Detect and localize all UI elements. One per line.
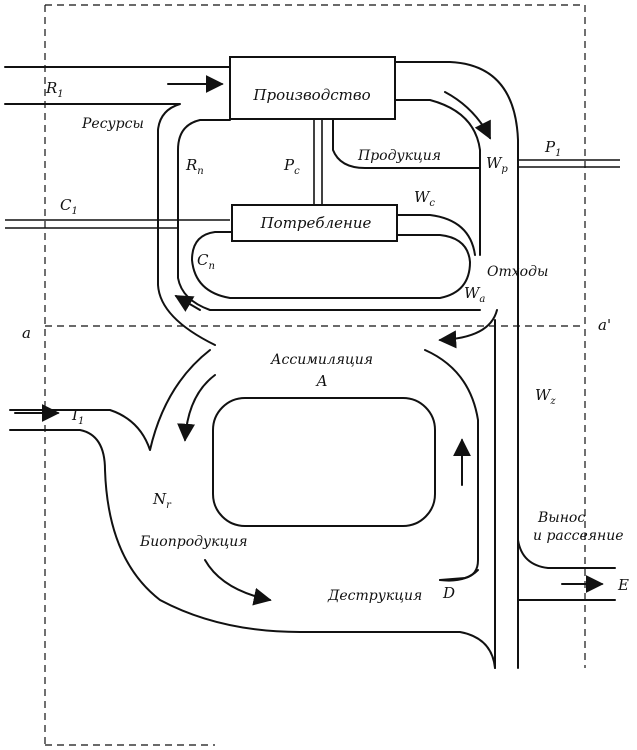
label-p1: P1: [544, 138, 561, 159]
pc-flow-lines: [313, 120, 323, 205]
label-export-2: и рассеяние: [533, 528, 624, 544]
label-products: Продукция: [357, 148, 441, 164]
label-cn: Cn: [197, 251, 215, 272]
products-channel: [332, 119, 481, 169]
label-e: E: [617, 576, 629, 594]
export-scatter-channel: [517, 539, 616, 601]
label-wa: Wa: [464, 284, 485, 305]
assimilation-loop: [9, 349, 496, 669]
label-resources: Ресурсы: [81, 116, 144, 132]
label-d: D: [442, 584, 455, 602]
consumption-label: Потребление: [260, 214, 372, 232]
production-label: Производство: [252, 86, 370, 104]
rn-arrow: [174, 295, 201, 312]
label-wz: Wz: [535, 386, 556, 407]
label-c1: C1: [60, 196, 78, 217]
label-a-right: a': [598, 316, 611, 334]
label-wc: Wc: [414, 188, 435, 209]
production-box: [229, 56, 396, 120]
label-bioproduction: Биопродукция: [139, 534, 248, 550]
consumption-box: [231, 204, 398, 242]
system-boundary: [44, 4, 586, 746]
consumption-loop-cn: [191, 231, 471, 299]
wc-channel: [396, 214, 476, 256]
label-rn: Rn: [185, 156, 204, 177]
label-assimilation: Ассимиляция: [270, 352, 373, 368]
label-nr: Nr: [152, 490, 172, 511]
resource-inflow-channel: [4, 66, 231, 346]
label-pc: Pc: [283, 156, 300, 177]
label-a-left: a: [22, 324, 31, 342]
assimilation-inner-box: [212, 397, 436, 527]
product-export-lines: [518, 159, 620, 168]
label-waste: Отходы: [487, 264, 548, 280]
destruction-join: [439, 569, 479, 582]
label-r1: R1: [45, 79, 64, 100]
label-wp: Wp: [486, 154, 508, 175]
recycling-loop-rn: [177, 119, 481, 311]
label-destruction: Деструкция: [327, 588, 422, 604]
consumer-inflow-lines: [5, 219, 230, 229]
label-export-1: Вынос: [537, 510, 585, 526]
wa-arrow: [438, 309, 498, 349]
label-assimilation-a: A: [315, 372, 328, 390]
label-i1: I1: [71, 406, 84, 427]
production-outflow-channel: [394, 61, 519, 669]
